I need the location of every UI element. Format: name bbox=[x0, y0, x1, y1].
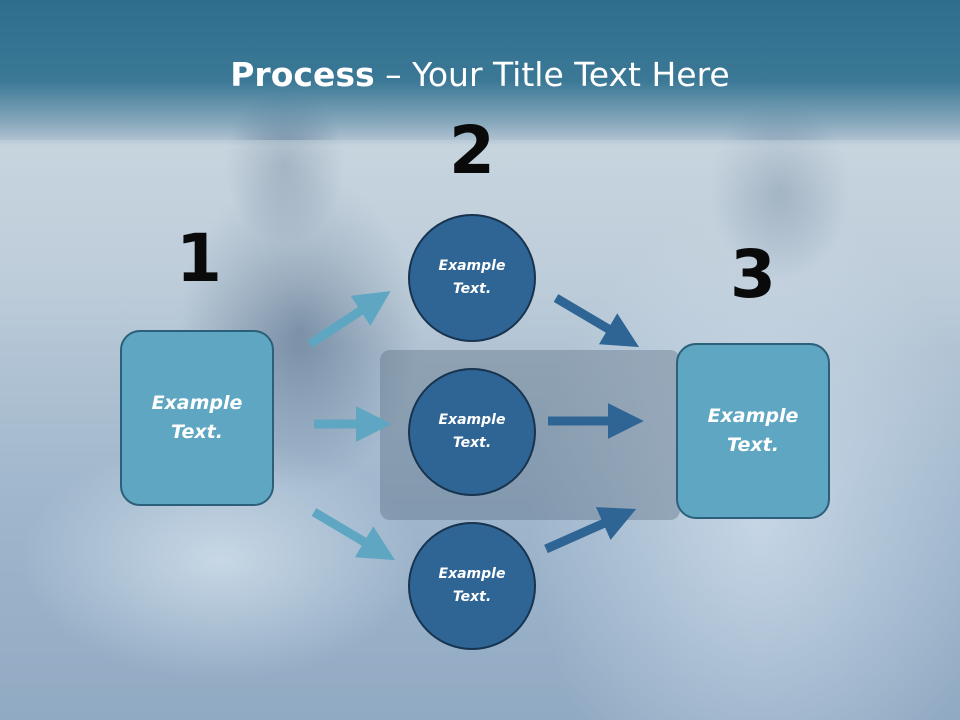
slide-title[interactable]: Process – Your Title Text Here bbox=[0, 52, 960, 98]
circle-middle-text: Example Text. bbox=[438, 412, 506, 451]
arrow-bottom-circle-to-right bbox=[544, 507, 637, 554]
circle-top-text: Example Text. bbox=[438, 258, 506, 297]
circle-top[interactable]: Example Text. bbox=[408, 214, 536, 342]
arrow-left-to-bottom-circle bbox=[311, 508, 396, 561]
title-rest: – Your Title Text Here bbox=[374, 55, 730, 94]
arrow-top-circle-to-right bbox=[553, 294, 640, 348]
title-bold: Process bbox=[230, 55, 375, 94]
title-band bbox=[0, 0, 960, 146]
left-box[interactable]: Example Text. bbox=[120, 330, 274, 506]
left-box-text: Example Text. bbox=[151, 392, 243, 443]
circle-bottom-text: Example Text. bbox=[438, 566, 506, 605]
step-number-1[interactable]: 1 bbox=[176, 220, 222, 297]
step-number-3[interactable]: 3 bbox=[730, 236, 776, 313]
arrow-left-to-top-circle bbox=[307, 291, 391, 348]
right-box[interactable]: Example Text. bbox=[676, 343, 830, 519]
circle-bottom[interactable]: Example Text. bbox=[408, 522, 536, 650]
step-number-2[interactable]: 2 bbox=[449, 112, 495, 189]
right-box-text: Example Text. bbox=[707, 405, 799, 456]
circle-middle[interactable]: Example Text. bbox=[408, 368, 536, 496]
